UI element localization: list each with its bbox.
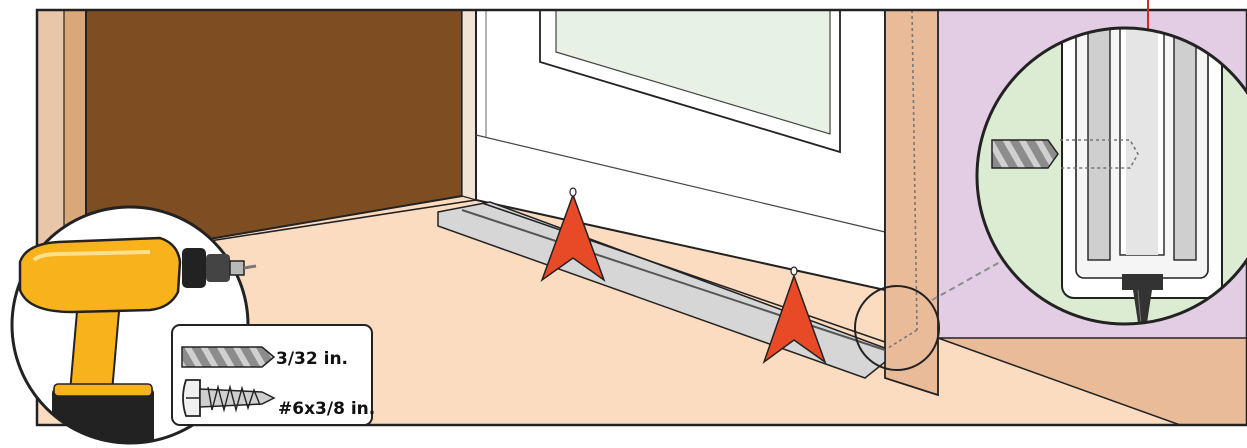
door-edge — [462, 10, 476, 200]
drill-bit-icon — [992, 140, 1058, 168]
bit-size-label: 3/32 in. — [276, 349, 348, 369]
drill-bit-icon — [182, 347, 274, 367]
screw-size-label: #6x3/8 in. — [278, 399, 375, 419]
door-trim — [885, 10, 938, 395]
